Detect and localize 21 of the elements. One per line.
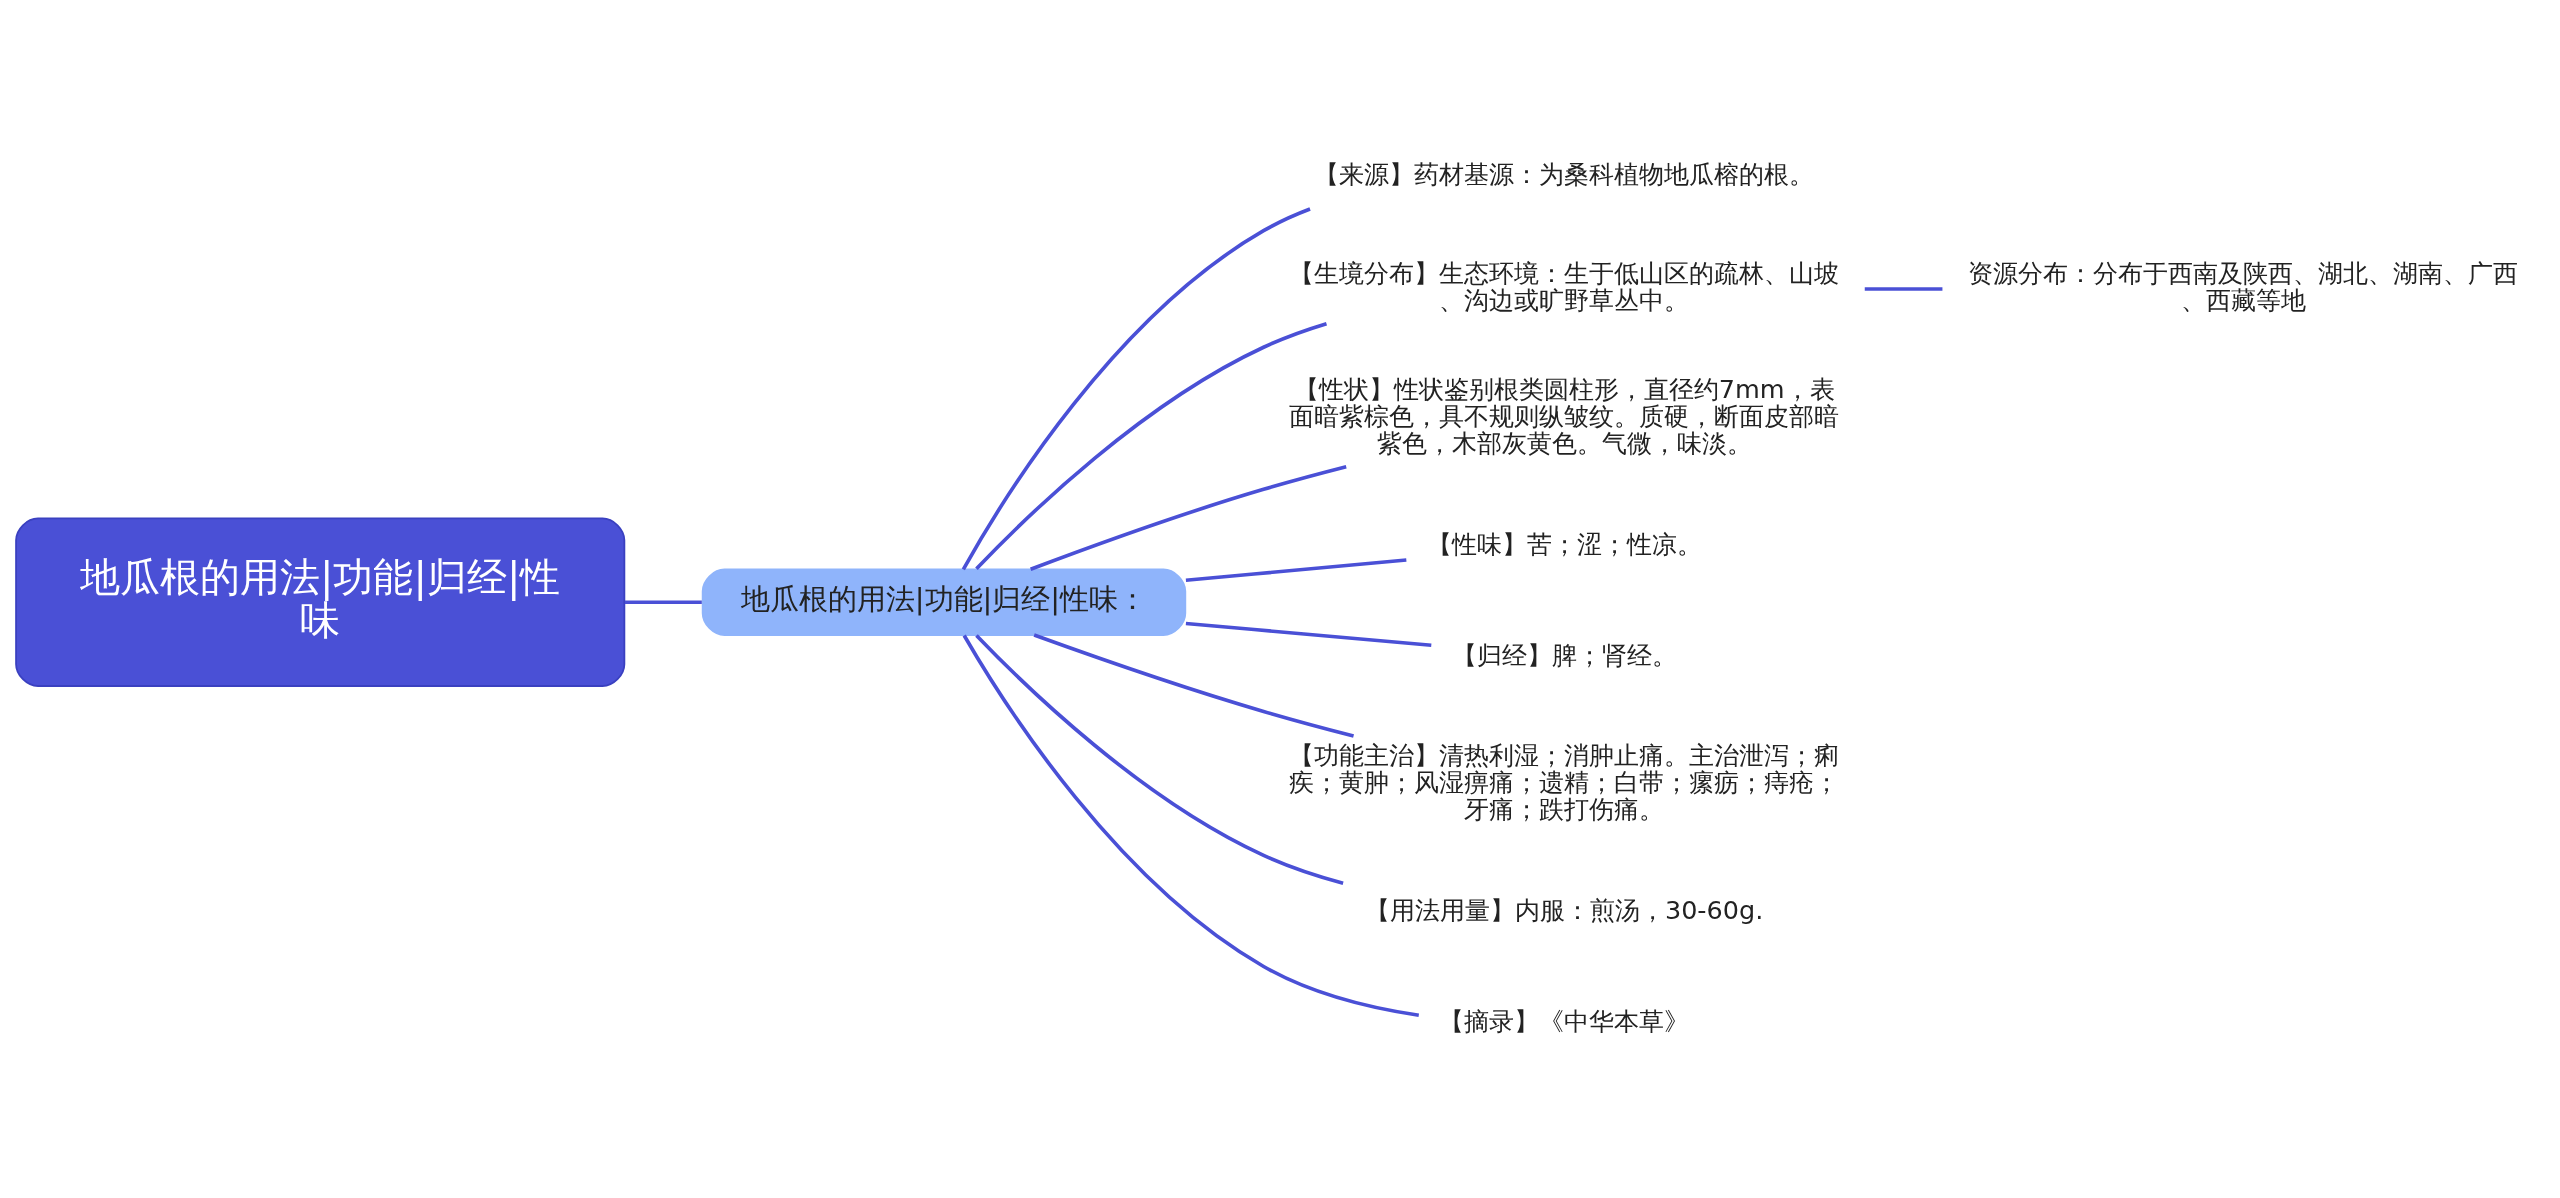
- connector: [624, 599, 702, 604]
- connector: [975, 321, 1328, 570]
- node-text: 【来源】药材基源：为桑科植物地瓜榕的根。: [1314, 158, 1815, 189]
- node-text: 【性味】苦；涩；性凉。: [1426, 528, 1702, 559]
- node-text: 【归经】脾；肾经。: [1451, 639, 1677, 670]
- connector: [961, 206, 1311, 570]
- connector: [1864, 286, 1943, 291]
- node-text: 【功能主治】清热利湿；消肿止痛。主治泄泻；痢疾；黄肿；风湿痹痛；遗精；白带；瘰疬；痔疮；牙痛；跌打伤痛。: [1289, 739, 1840, 824]
- connector: [1033, 632, 1354, 738]
- connector: [1185, 557, 1407, 582]
- connector: [1185, 621, 1432, 647]
- node-text: 【用法用量】内服：煎汤，30-60g.: [1364, 894, 1764, 925]
- connector: [1030, 464, 1347, 571]
- node-box: 地瓜根的用法|功能|归经|性味: [15, 517, 626, 687]
- connector: [975, 633, 1344, 885]
- node-text: 【摘录】《中华本草》: [1439, 1005, 1690, 1036]
- node-text: 资源分布：分布于西南及陕西、湖北、湖南、广西、西藏等地: [1968, 257, 2519, 315]
- node-text: 【生境分布】生态环境：生于低山区的疏林、山坡、沟边或旷野草丛中。: [1289, 257, 1840, 315]
- node-text: 【性状】性状鉴别根类圆柱形，直径约7mm，表面暗紫棕色，具不规则纵皱纹。质硬，断面皮部暗紫色，木部灰黄色。气微，味淡。: [1289, 373, 1840, 458]
- node-box: 地瓜根的用法|功能|归经|性味：: [701, 568, 1187, 636]
- connector: [962, 634, 1420, 1017]
